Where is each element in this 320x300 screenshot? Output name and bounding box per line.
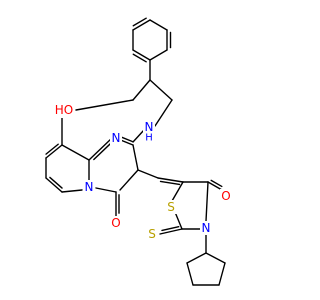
thione-double-bond <box>159 228 183 235</box>
atom-labels: HO N H N N O O S S <box>53 102 232 241</box>
ring-bond <box>132 144 139 171</box>
chain-bond <box>137 169 159 179</box>
hydroxyl-bond <box>75 99 134 111</box>
ring-double-bond <box>93 142 113 161</box>
svg-text:N: N <box>85 180 94 194</box>
cyclopentyl-bond <box>205 252 226 264</box>
cyclopentyl-bond <box>186 252 207 264</box>
amine-bond <box>132 129 145 143</box>
phenyl-bond <box>149 49 168 61</box>
ring-bond <box>174 211 183 230</box>
pyrimidine-nitrogen-label: N <box>110 131 122 145</box>
hydroxyl-label: HO <box>53 102 75 118</box>
phenyl-double-bond <box>132 53 147 63</box>
phenyl-bond <box>149 19 168 31</box>
thiazolidinone-oxygen-label: O <box>220 189 232 203</box>
ring-double-bond <box>120 136 134 143</box>
thione-double-bond <box>161 225 180 232</box>
ring-sulfur-label: S <box>165 200 177 214</box>
amine-label: N H <box>143 117 155 144</box>
carbonyl-double-bond <box>210 179 223 188</box>
pyridine-double-bond <box>49 176 63 189</box>
chain-bond <box>132 79 151 101</box>
svg-text:S: S <box>167 200 175 214</box>
phenyl-double-bond <box>132 17 147 27</box>
ring-bond <box>205 181 209 222</box>
svg-text:H: H <box>145 133 153 144</box>
molecule-structure: HO N H N N O O S S <box>45 17 232 286</box>
pyrimidinone-oxygen-label: O <box>110 216 122 230</box>
thione-sulfur-label: S <box>146 227 158 241</box>
cyclopentyl-bond <box>218 262 226 286</box>
phenyl-double-bond <box>132 49 151 61</box>
pyridine-bond <box>61 144 90 161</box>
pyridine-double-bond <box>45 144 63 159</box>
ring-double-bond <box>88 137 113 161</box>
svg-text:HO: HO <box>55 103 73 117</box>
svg-text:O: O <box>111 216 120 230</box>
svg-text:O: O <box>221 189 230 203</box>
svg-text:N: N <box>112 131 121 145</box>
ring-bond <box>95 187 117 193</box>
ring-bond <box>171 181 184 202</box>
exocyclic-double-bond <box>157 177 184 183</box>
pyridine-double-bond <box>45 177 63 193</box>
carbonyl-double-bond <box>207 181 223 191</box>
pyridine-bond <box>61 189 83 193</box>
phenyl-double-bond <box>132 19 151 31</box>
svg-text:N: N <box>145 120 154 134</box>
chain-bond <box>149 79 173 101</box>
bonds <box>45 17 226 286</box>
pyridine-double-bond <box>45 143 59 155</box>
svg-text:N: N <box>202 221 211 235</box>
exocyclic-double-bond <box>159 180 181 186</box>
bridgehead-nitrogen-label: N <box>83 180 95 194</box>
thiazolidine-nitrogen-label: N <box>200 221 212 235</box>
svg-text:S: S <box>148 227 156 241</box>
chain-bond <box>154 99 173 127</box>
cyclopentyl-bond <box>186 262 194 286</box>
ring-bond <box>119 169 139 191</box>
